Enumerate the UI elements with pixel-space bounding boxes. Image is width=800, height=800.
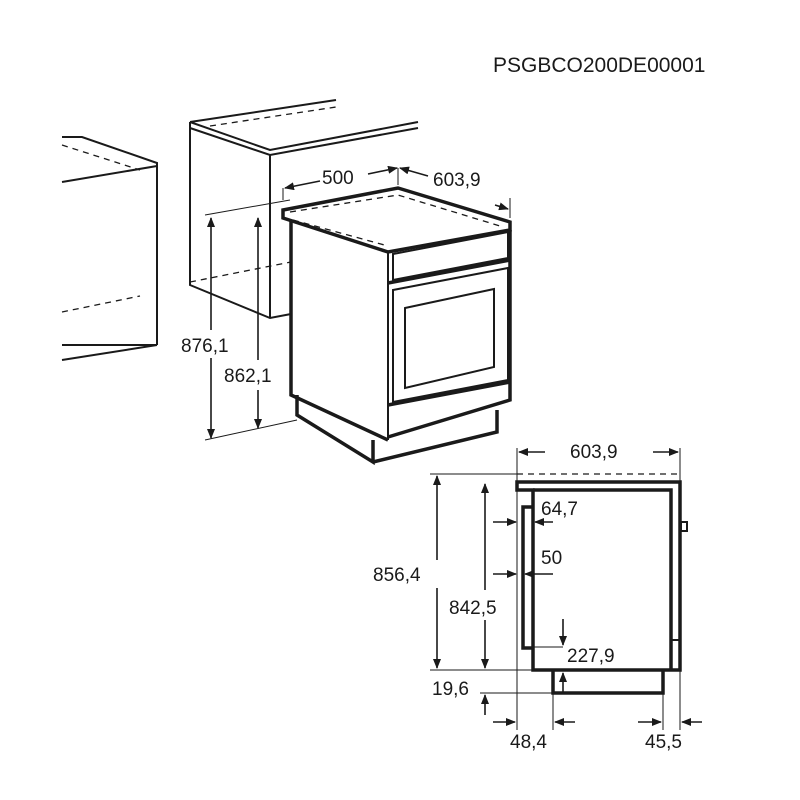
side-depth-label: 603,9 [570,442,618,463]
side-view-dimensions [430,448,702,730]
handle-offset-label: 50 [541,548,562,569]
plinth-height-label: 19,6 [432,679,469,700]
adjacent-worktop [189,99,419,320]
door-offset-label: 64,7 [541,499,578,520]
handle-bottom-label: 227,9 [567,646,615,667]
plinth-back-offset-label: 45,5 [645,732,682,753]
body-height-label: 862,1 [224,366,272,387]
product-code: PSGBCO200DE00001 [493,54,705,77]
cooker-perspective [281,186,512,466]
plinth-front-offset-label: 48,4 [510,732,547,753]
total-height-label: 876,1 [181,336,229,357]
side-total-height-label: 856,4 [373,565,421,586]
side-body-height-label: 842,5 [449,598,497,619]
depth-label: 603,9 [433,170,481,191]
adjacent-cabinet-left [61,136,158,361]
perspective-dimensions [204,165,511,441]
width-label: 500 [322,168,354,189]
